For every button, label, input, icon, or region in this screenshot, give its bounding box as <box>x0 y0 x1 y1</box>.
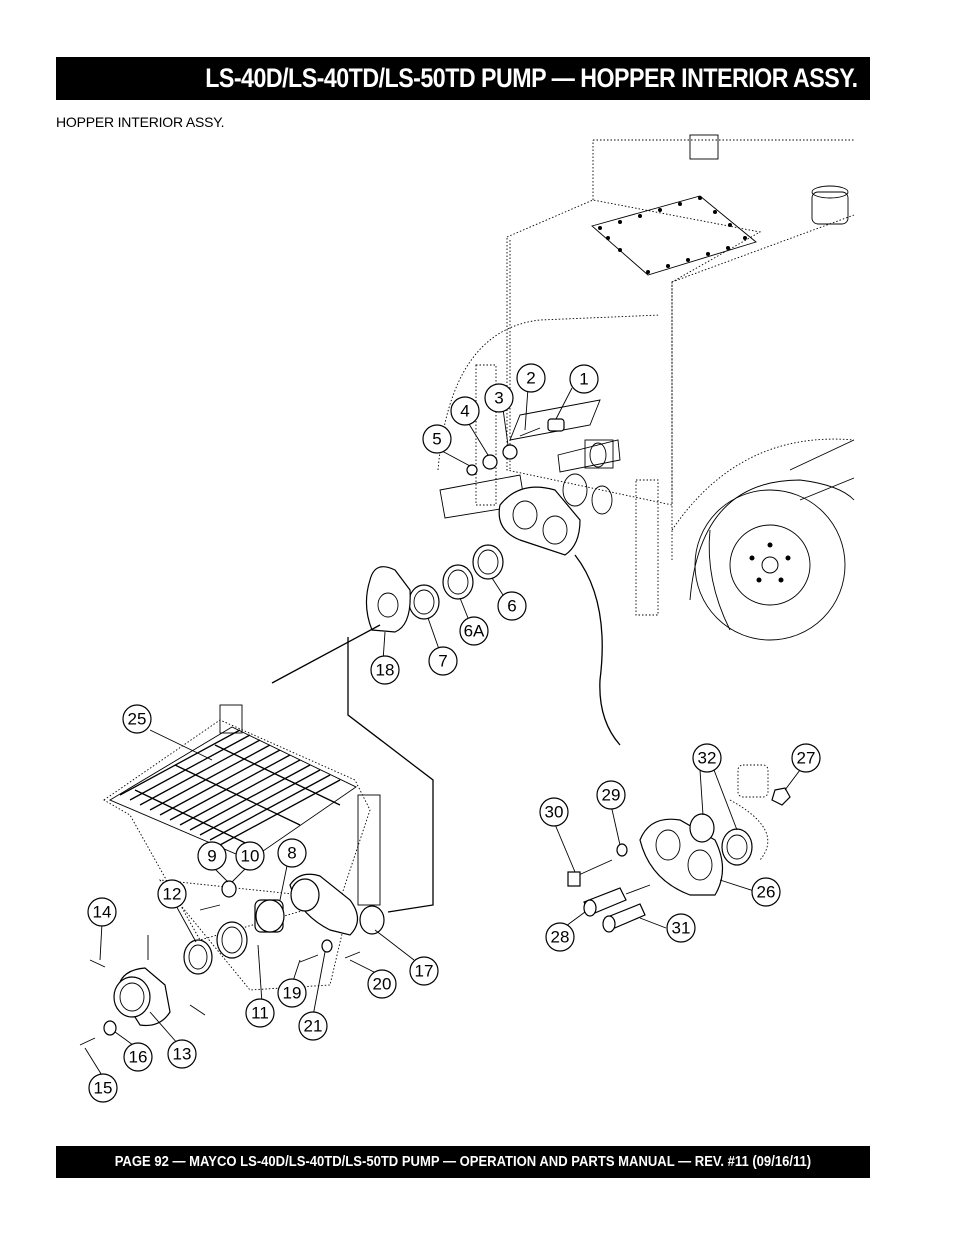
svg-text:5: 5 <box>432 430 441 449</box>
leader-lines <box>84 387 801 1078</box>
pump-body <box>437 134 855 746</box>
callouts: 1 2 3 4 5 6 6A 7 8 9 10 11 12 13 14 15 1… <box>87 363 821 1103</box>
callout-32: 32 <box>692 743 722 773</box>
svg-text:14: 14 <box>93 903 112 922</box>
svg-text:26: 26 <box>757 883 776 902</box>
svg-text:21: 21 <box>304 1017 323 1036</box>
svg-text:6: 6 <box>507 597 516 616</box>
svg-text:32: 32 <box>698 749 717 768</box>
svg-text:6A: 6A <box>464 622 485 641</box>
svg-text:29: 29 <box>602 786 621 805</box>
callout-7: 7 <box>428 646 458 676</box>
svg-text:15: 15 <box>94 1079 113 1098</box>
page-title-bar: LS-40D/LS-40TD/LS-50TD PUMP — HOPPER INT… <box>56 57 870 100</box>
section-label: HOPPER INTERIOR ASSY. <box>56 114 225 130</box>
svg-text:19: 19 <box>283 984 302 1003</box>
callout-11: 11 <box>245 998 275 1028</box>
svg-text:17: 17 <box>415 962 434 981</box>
svg-text:18: 18 <box>376 661 395 680</box>
callout-17: 17 <box>409 956 439 986</box>
s-tube-line <box>271 624 381 684</box>
svg-text:4: 4 <box>460 402 469 421</box>
svg-text:7: 7 <box>438 652 447 671</box>
callout-15: 15 <box>88 1073 118 1103</box>
callout-6a: 6A <box>459 616 489 646</box>
svg-text:28: 28 <box>551 928 570 947</box>
svg-text:16: 16 <box>129 1048 148 1067</box>
svg-text:2: 2 <box>526 369 535 388</box>
svg-text:13: 13 <box>173 1045 192 1064</box>
callout-21: 21 <box>298 1011 328 1041</box>
callout-13: 13 <box>167 1039 197 1069</box>
callout-26: 26 <box>751 877 781 907</box>
callout-1: 1 <box>569 364 599 394</box>
callout-30: 30 <box>539 797 569 827</box>
page-title: LS-40D/LS-40TD/LS-50TD PUMP — HOPPER INT… <box>205 63 859 93</box>
hopper-parts <box>79 873 385 1046</box>
callout-12: 12 <box>157 879 187 909</box>
callout-4: 4 <box>450 396 480 426</box>
svg-text:31: 31 <box>672 919 691 938</box>
callout-9: 9 <box>197 841 227 871</box>
callout-6: 6 <box>497 591 527 621</box>
svg-text:9: 9 <box>207 847 216 866</box>
callout-28: 28 <box>545 922 575 952</box>
wear-ring-group <box>567 764 791 933</box>
callout-3: 3 <box>484 383 514 413</box>
svg-text:11: 11 <box>251 1004 269 1023</box>
svg-text:8: 8 <box>287 844 296 863</box>
callout-8: 8 <box>277 838 307 868</box>
page-footer-bar: PAGE 92 — MAYCO LS-40D/LS-40TD/LS-50TD P… <box>56 1146 870 1178</box>
svg-text:3: 3 <box>494 389 503 408</box>
callout-5: 5 <box>422 424 452 454</box>
svg-text:27: 27 <box>797 749 816 768</box>
svg-text:10: 10 <box>241 847 260 866</box>
callout-10: 10 <box>235 841 265 871</box>
callout-16: 16 <box>123 1042 153 1072</box>
svg-text:30: 30 <box>545 803 564 822</box>
callout-14: 14 <box>87 897 117 927</box>
callout-31: 31 <box>666 913 696 943</box>
callout-29: 29 <box>596 780 626 810</box>
page-footer: PAGE 92 — MAYCO LS-40D/LS-40TD/LS-50TD P… <box>114 1154 812 1170</box>
callout-27: 27 <box>791 743 821 773</box>
hopper <box>103 704 381 991</box>
callout-25: 25 <box>122 704 152 734</box>
callout-2: 2 <box>516 363 546 393</box>
svg-text:12: 12 <box>163 885 182 904</box>
callout-18: 18 <box>370 655 400 685</box>
svg-text:1: 1 <box>579 370 588 389</box>
callout-19: 19 <box>277 978 307 1008</box>
tube-flange-group <box>365 544 504 633</box>
svg-text:25: 25 <box>128 710 147 729</box>
svg-text:20: 20 <box>373 975 392 994</box>
callout-20: 20 <box>367 969 397 999</box>
